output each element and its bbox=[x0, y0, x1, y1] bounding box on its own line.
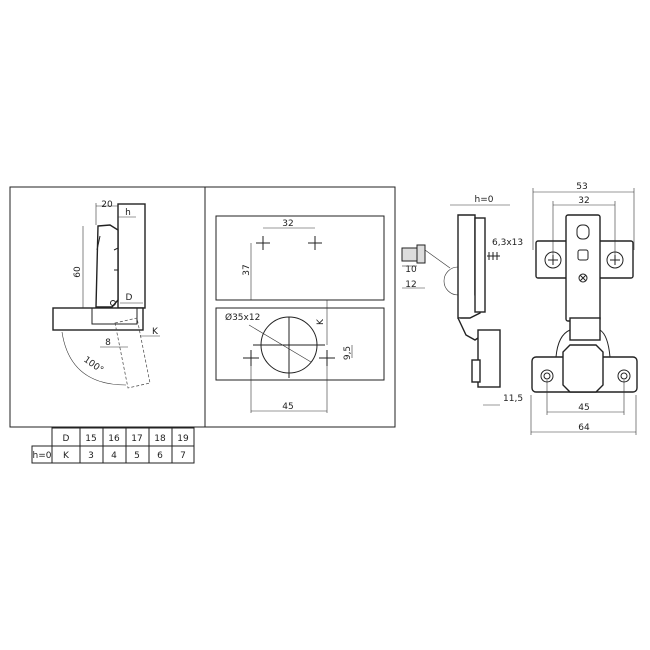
side-section-view: 20 h 60 D K 8 100° bbox=[52, 200, 160, 389]
dim-32: 32 bbox=[282, 219, 293, 229]
table-cell: 19 bbox=[177, 434, 189, 444]
cabinet-side bbox=[52, 307, 144, 331]
table-cell: 4 bbox=[111, 451, 117, 461]
table-cell: 5 bbox=[134, 451, 140, 461]
dim-d: D bbox=[126, 293, 133, 303]
screw-size: 6,3x13 bbox=[492, 238, 523, 248]
dim-37: 37 bbox=[242, 264, 252, 275]
table-cell: 15 bbox=[85, 434, 96, 444]
open-door-outline bbox=[114, 317, 151, 389]
hinge-cup-profile bbox=[477, 329, 501, 388]
dim-45: 45 bbox=[282, 402, 293, 412]
dim-11-5: 11,5 bbox=[503, 394, 523, 404]
table-cell: 16 bbox=[108, 434, 120, 444]
dim-10: 10 bbox=[405, 265, 417, 275]
dim-32: 32 bbox=[578, 196, 589, 206]
table-cell: D bbox=[63, 434, 70, 444]
dim-53: 53 bbox=[576, 182, 587, 192]
hinge-profile-view: 10 12 h=0 6,3x13 11,5 bbox=[401, 195, 523, 406]
hinge-arm bbox=[565, 214, 601, 322]
opening-angle: 100° bbox=[81, 355, 105, 376]
dim-45: 45 bbox=[578, 403, 589, 413]
adjust-screw-detail bbox=[401, 247, 418, 262]
table-cell: 17 bbox=[131, 434, 142, 444]
hinge-cup bbox=[562, 344, 604, 393]
cabinet-side-panel bbox=[215, 215, 385, 301]
row-label: h=0 bbox=[33, 451, 52, 461]
table-cell: K bbox=[63, 451, 70, 461]
dim-h: h bbox=[125, 208, 131, 218]
dim-8: 8 bbox=[105, 338, 111, 348]
table-cell: 3 bbox=[88, 451, 94, 461]
d-k-table: h=0 D 15 16 17 18 19 K 3 4 5 6 7 bbox=[31, 427, 195, 464]
drawing-frame bbox=[9, 186, 396, 428]
table-cell: 6 bbox=[157, 451, 163, 461]
dim-k: K bbox=[152, 327, 159, 337]
dim-20: 20 bbox=[101, 200, 113, 210]
hinge-knuckle bbox=[569, 317, 601, 341]
dim-9-5: 9,5 bbox=[343, 346, 353, 360]
hinge-front-view: 53 32 45 64 bbox=[530, 182, 638, 435]
dim-k: K bbox=[316, 318, 326, 325]
cup-hole-label: Ø35x12 bbox=[225, 312, 260, 323]
hinge-arm bbox=[95, 224, 119, 308]
dim-60: 60 bbox=[73, 266, 83, 278]
drilling-pattern-view: 32 37 Ø35x12 K 9,5 45 bbox=[215, 215, 385, 413]
table-cell: 7 bbox=[180, 451, 186, 461]
table-cell: 18 bbox=[154, 434, 166, 444]
overlay-label: h=0 bbox=[475, 195, 494, 205]
dim-64: 64 bbox=[578, 423, 590, 433]
dim-12: 12 bbox=[405, 280, 416, 290]
door-panel-drilling bbox=[215, 307, 385, 381]
